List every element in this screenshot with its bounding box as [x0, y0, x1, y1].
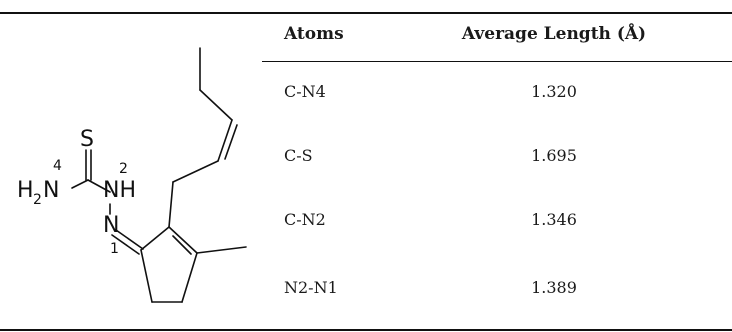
row-3-length: 1.346: [531, 210, 577, 229]
locant-1: 1: [110, 241, 119, 257]
chain-bond-2: [172, 160, 219, 183]
ring-bond-2: [168, 226, 198, 254]
amine-subscript: 2: [33, 192, 42, 208]
chain-bond-1: [168, 181, 174, 228]
chain-double-bond-1: [217, 119, 233, 162]
ring-bond-1: [140, 226, 170, 251]
bond-methyl: [196, 246, 247, 254]
bond-n1-c1-1: [115, 229, 144, 250]
locant-2: 2: [119, 161, 128, 177]
ring-double-bond-inner: [172, 235, 192, 255]
header-atoms: Atoms: [284, 24, 344, 44]
row-3-atoms: C-N2: [284, 210, 326, 229]
amine-h-label: H: [17, 178, 34, 203]
bond-c-n4: [71, 179, 89, 189]
row-2-length: 1.695: [531, 146, 577, 165]
locant-4: 4: [53, 158, 62, 174]
amine-n-label: N: [43, 178, 59, 203]
row-1-length: 1.320: [531, 82, 577, 101]
header-average-length: Average Length (Å): [461, 24, 647, 44]
chain-double-bond-2: [224, 124, 238, 160]
bottom-rule: [0, 329, 732, 331]
row-1-atoms: C-N4: [284, 82, 326, 101]
thiosemicarbazone-structure: S H 2 N NH N 4 2 1: [17, 47, 247, 303]
row-4-length: 1.389: [531, 278, 577, 297]
row-2-atoms: C-S: [284, 146, 313, 165]
header-rule: [262, 61, 732, 62]
nh-label: NH: [103, 178, 136, 203]
row-4-atoms: N2-N1: [284, 278, 338, 297]
bond-c-n2: [87, 179, 111, 193]
ring-bond-3: [181, 252, 198, 303]
imine-n-label: N: [103, 213, 119, 238]
chain-bond-3: [199, 89, 233, 121]
bond-n1-c1-2: [111, 234, 140, 255]
sulfur-label: S: [80, 127, 94, 152]
ring-bond-5: [140, 249, 153, 303]
top-rule: [0, 12, 732, 14]
